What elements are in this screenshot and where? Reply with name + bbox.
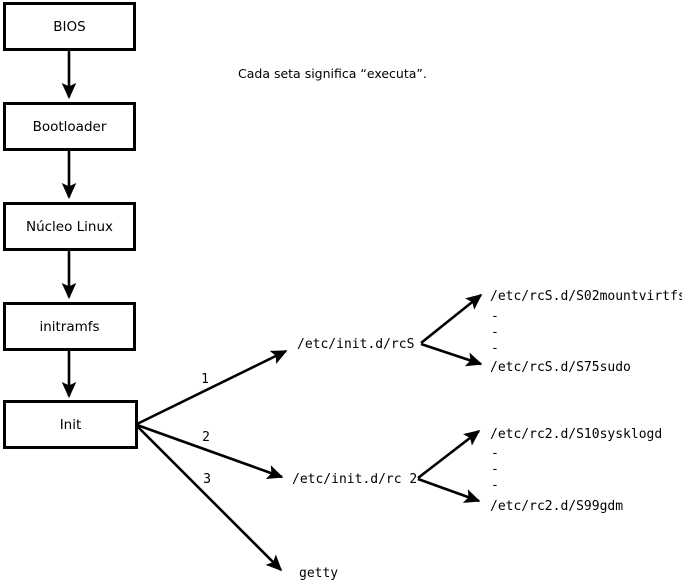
arrow-rc2-to-first-script <box>417 429 481 480</box>
rcs-ellipsis-dash-1: - <box>491 309 499 324</box>
node-kernel: Núcleo Linux <box>3 202 136 251</box>
arrow-rcs-to-last-script <box>420 342 483 367</box>
arrow-rcs-to-first-script <box>420 293 483 345</box>
node-initramfs: initramfs <box>3 302 136 351</box>
label-etc-init-d-rc2: /etc/init.d/rc 2 <box>292 472 417 487</box>
branch-number-3: 3 <box>203 472 211 487</box>
node-bios-rect <box>3 2 136 51</box>
node-kernel-rect <box>3 202 136 251</box>
node-bootloader-label: Bootloader <box>33 119 107 135</box>
node-bootloader-rect <box>3 102 136 151</box>
branch-number-2: 2 <box>202 430 210 445</box>
rc2-ellipsis-dash-2: - <box>491 462 499 477</box>
label-getty: getty <box>299 566 338 581</box>
arrow-init-to-getty <box>136 425 283 572</box>
node-bios-label: BIOS <box>53 19 85 35</box>
arrow-rc2-to-last-script <box>417 477 481 503</box>
branch-target-labels-group: /etc/init.d/rcS /etc/init.d/rc 2 getty <box>292 337 417 581</box>
rcs-script-first: /etc/rcS.d/S02mountvirtfs <box>490 289 682 304</box>
label-etc-init-d-rcs: /etc/init.d/rcS <box>297 337 414 352</box>
rc2-fanout-arrows-group <box>417 429 481 503</box>
node-initramfs-rect <box>3 302 136 351</box>
node-init: Init <box>3 400 138 449</box>
node-kernel-label: Núcleo Linux <box>26 219 113 235</box>
node-init-label: Init <box>60 417 82 433</box>
node-init-rect <box>3 400 138 449</box>
rcs-ellipsis-dash-2: - <box>491 325 499 340</box>
boot-chain-group: BIOS Bootloader Núcleo Linux initramfs I… <box>3 2 138 449</box>
rc2-ellipsis-dash-1: - <box>491 446 499 461</box>
arrow-init-to-rc2 <box>136 423 284 479</box>
rcs-ellipsis-dash-3: - <box>491 341 499 356</box>
diagram-caption: Cada seta significa “executa”. <box>238 66 427 81</box>
arrow-init-to-rcs <box>136 349 288 426</box>
rcs-script-last: /etc/rcS.d/S75sudo <box>490 360 631 375</box>
rc2-script-last: /etc/rc2.d/S99gdm <box>490 499 623 514</box>
rcs-fanout-arrows-group <box>420 293 483 367</box>
node-bios: BIOS <box>3 2 136 51</box>
node-bootloader: Bootloader <box>3 102 136 151</box>
rcs-script-list-group: /etc/rcS.d/S02mountvirtfs - - - /etc/rcS… <box>490 289 682 375</box>
branch-number-labels-group: 1 2 3 <box>201 372 211 487</box>
branch-number-1: 1 <box>201 372 209 387</box>
rc2-script-first: /etc/rc2.d/S10sysklogd <box>490 427 662 442</box>
node-initramfs-label: initramfs <box>39 319 99 335</box>
init-branch-arrows-group <box>136 349 288 572</box>
rc2-script-list-group: /etc/rc2.d/S10sysklogd - - - /etc/rc2.d/… <box>490 427 662 514</box>
rc2-ellipsis-dash-3: - <box>491 478 499 493</box>
